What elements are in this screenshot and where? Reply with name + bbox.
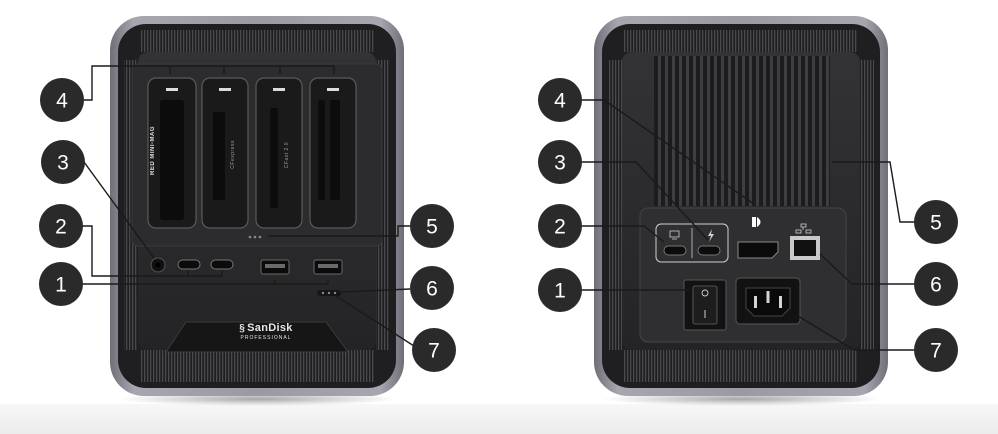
svg-text:6: 6 xyxy=(426,278,438,301)
card-slot[interactable] xyxy=(201,77,249,229)
rear-device xyxy=(594,16,888,396)
rear-callout: 5 xyxy=(914,200,958,244)
slot-label-red-mini-mag: RED MINI-MAG xyxy=(150,126,156,175)
rear-callout: 3 xyxy=(538,140,582,184)
usb-c-port[interactable] xyxy=(177,259,201,270)
front-callout: 2 xyxy=(39,204,83,248)
status-leds xyxy=(248,235,262,239)
usb-c-port[interactable] xyxy=(663,245,687,256)
rear-fins-bottom xyxy=(624,350,858,382)
svg-text:3: 3 xyxy=(57,152,69,175)
logo-plate xyxy=(165,321,349,353)
floor xyxy=(0,404,998,434)
rear-fins-top xyxy=(624,30,858,52)
displayport-icon xyxy=(752,217,761,227)
front-fins-top xyxy=(140,30,374,52)
front-device xyxy=(110,16,404,396)
rear-callout: 1 xyxy=(538,268,582,312)
usb-c-port[interactable] xyxy=(697,245,721,256)
front-fins-bottom xyxy=(140,350,374,382)
front-callout: 7 xyxy=(412,328,456,372)
power-switch-icon xyxy=(701,289,709,297)
power-inlet[interactable] xyxy=(735,277,801,325)
front-callout: 4 xyxy=(40,78,84,122)
audio-jack[interactable] xyxy=(150,257,166,273)
svg-text:1: 1 xyxy=(554,280,566,303)
activity-leds xyxy=(317,290,341,296)
thunderbolt-icon xyxy=(708,229,714,242)
svg-text:6: 6 xyxy=(930,274,942,297)
card-slot[interactable] xyxy=(147,77,197,229)
svg-text:1: 1 xyxy=(55,274,67,297)
fan-grill xyxy=(654,56,830,206)
svg-text:5: 5 xyxy=(426,216,438,239)
front-leader-lines xyxy=(82,65,415,347)
displayport-port[interactable] xyxy=(737,241,779,259)
slot-label-cfast: CFast 2.0 xyxy=(284,142,290,169)
rear-callout: 4 xyxy=(538,78,582,122)
usb-a-port[interactable] xyxy=(260,259,290,275)
rear-leader-lines xyxy=(582,99,916,351)
svg-text:7: 7 xyxy=(428,340,440,363)
rear-callout: 2 xyxy=(538,204,582,248)
svg-text:3: 3 xyxy=(554,152,566,175)
rear-fins-right xyxy=(860,60,874,350)
front-callout: 3 xyxy=(41,140,85,184)
rear-callout: 7 xyxy=(914,328,958,372)
card-slot[interactable] xyxy=(255,77,303,229)
svg-text:2: 2 xyxy=(55,216,67,239)
ethernet-port[interactable] xyxy=(790,236,820,260)
rear-callout: 6 xyxy=(914,262,958,306)
sandisk-s-icon: § xyxy=(239,323,246,334)
power-switch[interactable] xyxy=(683,279,727,331)
ethernet-icon xyxy=(795,223,812,234)
svg-text:7: 7 xyxy=(930,340,942,363)
slot-label-cfexpress: CFexpress xyxy=(230,140,236,169)
thunderbolt-port-group xyxy=(655,223,729,263)
svg-text:4: 4 xyxy=(56,90,68,113)
monitor-icon xyxy=(669,230,680,240)
svg-text:4: 4 xyxy=(554,90,566,113)
usb-c-port[interactable] xyxy=(210,259,234,270)
sandisk-logo: §SanDisk PROFESSIONAL xyxy=(239,322,293,341)
svg-text:5: 5 xyxy=(930,212,942,235)
svg-text:2: 2 xyxy=(554,216,566,239)
front-callout: 1 xyxy=(39,262,83,306)
rear-fins-left xyxy=(608,60,622,350)
front-callout: 5 xyxy=(410,204,454,248)
front-callout: 6 xyxy=(410,266,454,310)
usb-a-port[interactable] xyxy=(313,259,343,275)
card-slot[interactable] xyxy=(309,77,357,229)
